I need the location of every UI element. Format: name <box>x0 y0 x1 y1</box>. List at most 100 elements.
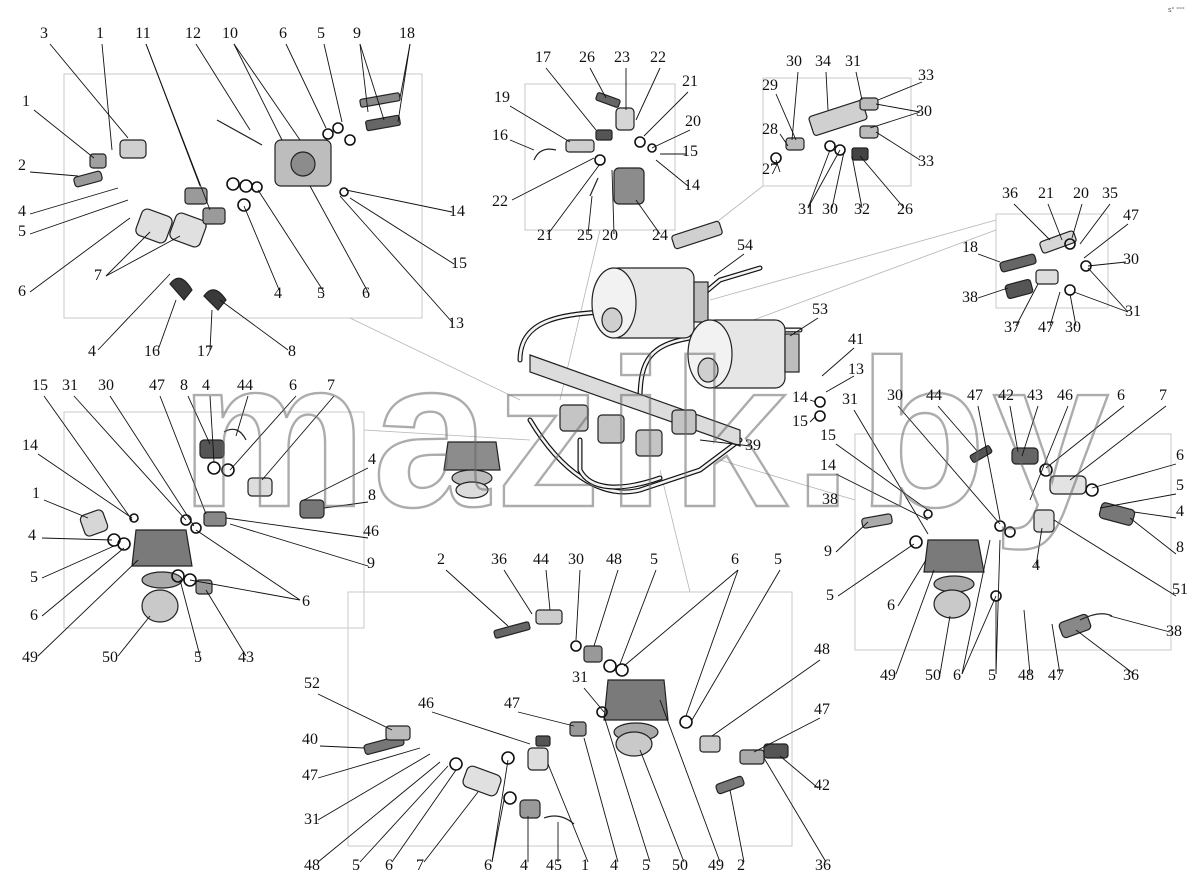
callout-36: 36 <box>491 551 507 568</box>
callout-30: 30 <box>1123 251 1139 268</box>
callout-8: 8 <box>180 377 188 394</box>
callout-45: 45 <box>546 857 562 874</box>
callout-31: 31 <box>572 669 588 686</box>
callout-16: 16 <box>144 343 160 360</box>
callout-6: 6 <box>362 285 370 302</box>
callout-21: 21 <box>682 73 698 90</box>
callout-2: 2 <box>437 551 445 568</box>
callout-5: 5 <box>650 551 658 568</box>
frame-valve-group-right <box>854 433 1172 651</box>
callout-5: 5 <box>774 551 782 568</box>
callout-6: 6 <box>18 283 26 300</box>
callout-26: 26 <box>897 201 913 218</box>
callout-6: 6 <box>1176 447 1184 464</box>
cap-50 <box>141 589 179 623</box>
callout-39: 39 <box>745 437 761 454</box>
callout-2: 2 <box>737 857 745 874</box>
callout-36: 36 <box>1123 667 1139 684</box>
callout-37: 37 <box>1004 319 1020 336</box>
callout-14: 14 <box>449 203 465 220</box>
callout-30: 30 <box>1065 319 1081 336</box>
callout-23: 23 <box>614 49 630 66</box>
callout-6: 6 <box>731 551 739 568</box>
left-valve-parts <box>79 428 325 623</box>
callout-22: 22 <box>492 193 508 210</box>
valve-24 <box>613 167 645 205</box>
top-left-parts <box>73 92 401 311</box>
callout-4: 4 <box>28 527 36 544</box>
callout-20: 20 <box>602 227 618 244</box>
callout-8: 8 <box>368 487 376 504</box>
callout-31: 31 <box>798 201 814 218</box>
callout-7: 7 <box>94 267 102 284</box>
callout-54: 54 <box>737 237 753 254</box>
callout-35: 35 <box>1102 185 1118 202</box>
distribution-manifold <box>671 220 723 250</box>
callout-5: 5 <box>194 649 202 666</box>
callout-18: 18 <box>962 239 978 256</box>
callout-43: 43 <box>1027 387 1043 404</box>
callout-38: 38 <box>962 289 978 306</box>
callout-15: 15 <box>682 143 698 160</box>
callout-15: 15 <box>32 377 48 394</box>
callout-21: 21 <box>537 227 553 244</box>
callout-9: 9 <box>824 543 832 560</box>
callout-20: 20 <box>1073 185 1089 202</box>
callout-5: 5 <box>352 857 360 874</box>
callout-48: 48 <box>304 857 320 874</box>
callout-6: 6 <box>302 593 310 610</box>
frame-valve-group-top-left <box>63 73 423 319</box>
callout-7: 7 <box>1159 387 1167 404</box>
callout-15: 15 <box>451 255 467 272</box>
valve-cluster <box>559 404 697 457</box>
callout-47: 47 <box>149 377 165 394</box>
callout-44: 44 <box>237 377 253 394</box>
callout-30: 30 <box>786 53 802 70</box>
callout-49: 49 <box>22 649 38 666</box>
callout-31: 31 <box>842 391 858 408</box>
callout-34: 34 <box>815 53 831 70</box>
frame-valve-group-left <box>63 411 365 629</box>
callout-50: 50 <box>925 667 941 684</box>
callout-15: 15 <box>820 427 836 444</box>
air-receiver-54 <box>591 267 709 339</box>
callout-30: 30 <box>887 387 903 404</box>
callout-27: 27 <box>762 161 778 178</box>
callout-33: 33 <box>918 67 934 84</box>
callout-38: 38 <box>1166 623 1182 640</box>
callout-9: 9 <box>367 555 375 572</box>
callout-40: 40 <box>302 731 318 748</box>
callout-6: 6 <box>30 607 38 624</box>
leader-lines <box>29 43 1177 863</box>
callout-31: 31 <box>304 811 320 828</box>
callout-2: 2 <box>18 157 26 174</box>
callout-33: 33 <box>918 153 934 170</box>
callout-5: 5 <box>30 569 38 586</box>
callout-14: 14 <box>22 437 38 454</box>
callout-5: 5 <box>826 587 834 604</box>
brake-valve-49-bottom <box>603 679 669 721</box>
callout-4: 4 <box>1176 503 1184 520</box>
callout-49: 49 <box>708 857 724 874</box>
callout-30: 30 <box>822 201 838 218</box>
callout-22: 22 <box>650 49 666 66</box>
bottom-valve-parts <box>363 609 789 825</box>
callout-44: 44 <box>926 387 942 404</box>
callout-5: 5 <box>18 223 26 240</box>
callout-53: 53 <box>812 301 828 318</box>
callout-5: 5 <box>988 667 996 684</box>
callout-47: 47 <box>814 701 830 718</box>
callout-9: 9 <box>353 25 361 42</box>
callout-13: 13 <box>448 315 464 332</box>
callout-16: 16 <box>492 127 508 144</box>
callout-50: 50 <box>102 649 118 666</box>
callout-11: 11 <box>135 25 150 42</box>
callout-7: 7 <box>327 377 335 394</box>
callout-20: 20 <box>685 113 701 130</box>
callout-47: 47 <box>967 387 983 404</box>
callout-15: 15 <box>792 413 808 430</box>
manifold-parts <box>770 97 879 164</box>
callout-1: 1 <box>581 857 589 874</box>
callout-1: 1 <box>32 485 40 502</box>
callout-36: 36 <box>815 857 831 874</box>
